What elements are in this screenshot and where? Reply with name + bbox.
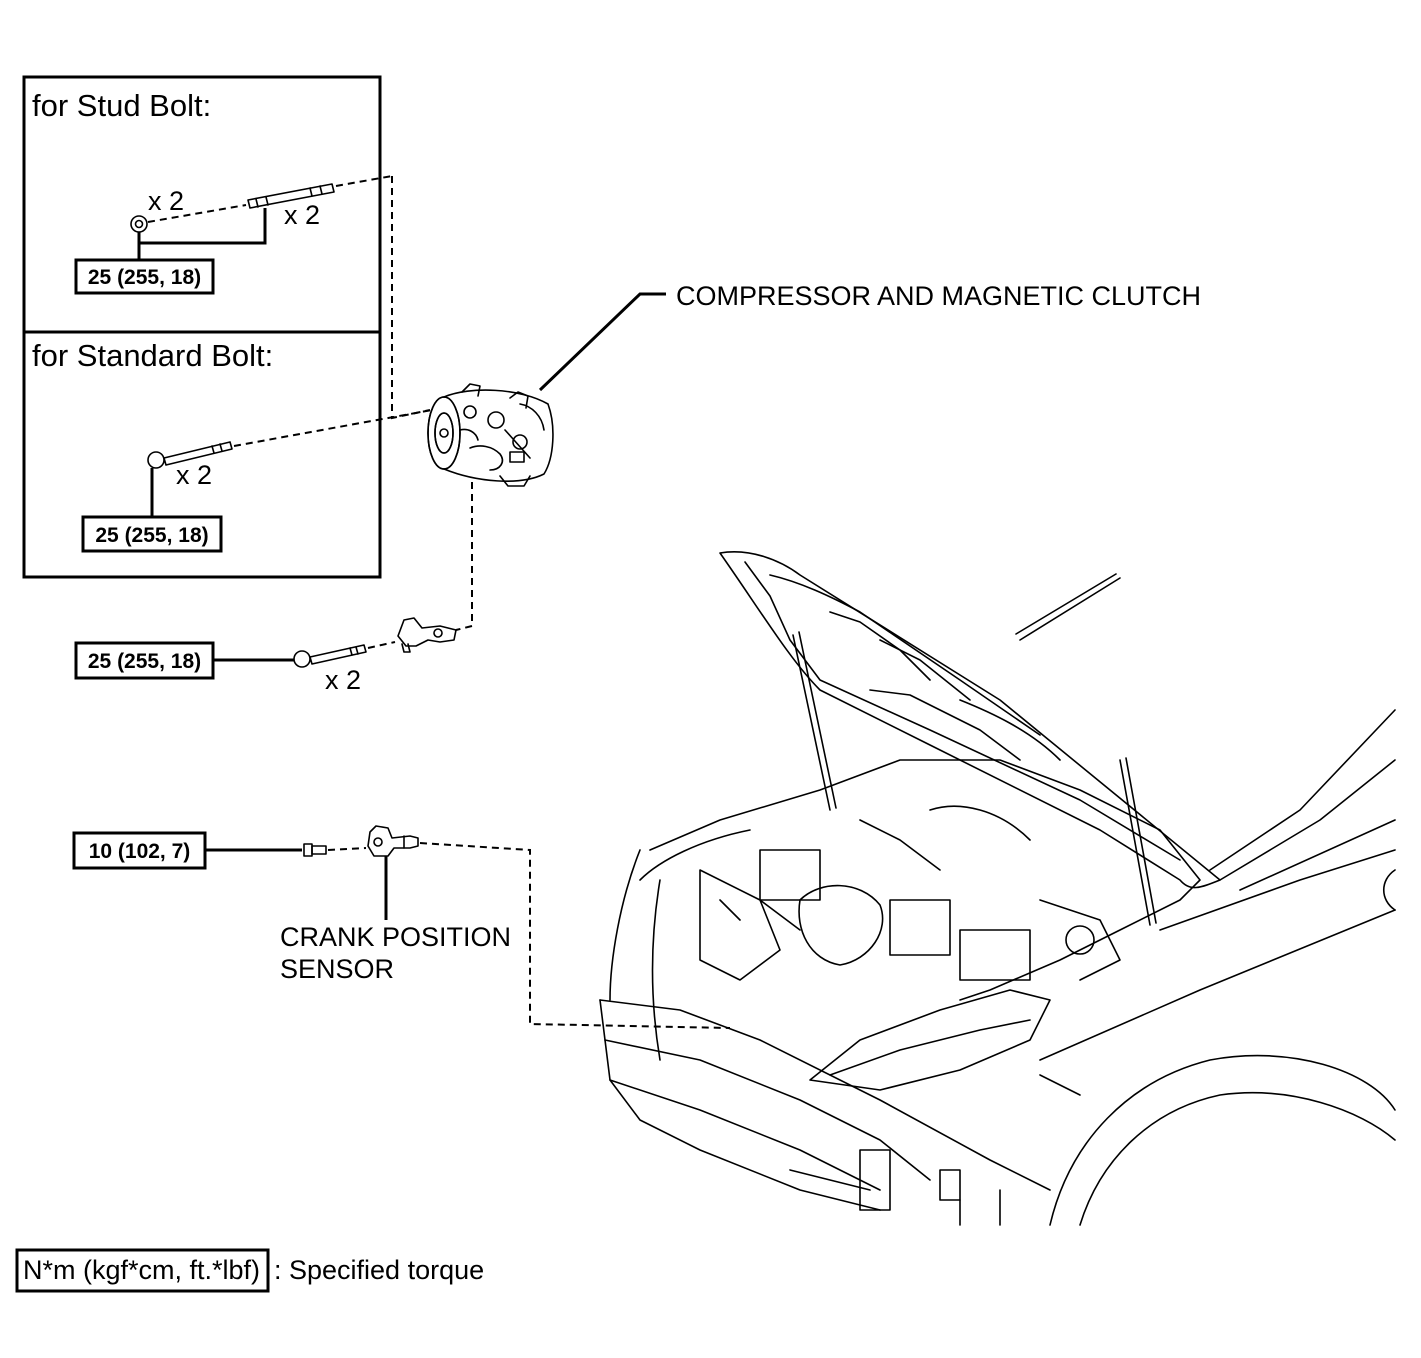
bracket-torque-value: 25 (255, 18) — [88, 650, 201, 673]
bolt-type-inset: for Stud Bolt: for Standard Bolt: x 2 x … — [22, 75, 433, 579]
standard-bolt-qty: x 2 — [176, 460, 212, 490]
sensor-torque-value: 10 (102, 7) — [89, 840, 191, 863]
sensor-bolt-icon — [303, 843, 327, 857]
standard-bolt-header: for Standard Bolt: — [32, 338, 273, 373]
compressor-leader-line — [538, 292, 666, 392]
torque-legend: N*m (kgf*cm, ft.*lbf) : Specified torque — [15, 1248, 484, 1293]
sensor-route-line — [419, 842, 731, 1029]
inset-frame — [22, 75, 382, 579]
sensor-label-line2: SENSOR — [280, 954, 394, 984]
crank-position-sensor-icon — [367, 825, 419, 857]
compressor-bracket-line — [455, 482, 473, 631]
sensor-label-line1: CRANK POSITION — [280, 922, 511, 952]
bracket-bolt-qty: x 2 — [325, 665, 361, 695]
stud-torque-value: 25 (255, 18) — [88, 266, 201, 289]
stud-leader-line — [137, 208, 267, 245]
stud-nut-qty: x 2 — [148, 186, 184, 216]
legend-description: : Specified torque — [274, 1255, 484, 1285]
compressor-icon — [427, 383, 554, 487]
legend-unit-text: N*m (kgf*cm, ft.*lbf) — [23, 1255, 260, 1285]
standard-torque-box — [81, 515, 223, 553]
sensor-bolt-line — [327, 847, 367, 851]
stud-bolt-icon — [247, 183, 335, 209]
standard-bolt-icon — [147, 441, 233, 469]
stud-torque-box — [74, 258, 215, 295]
sensor-torque-box — [72, 831, 207, 870]
bracket-icon — [397, 617, 457, 653]
standard-torque-value: 25 (255, 18) — [95, 524, 208, 547]
stud-bolt-header: for Stud Bolt: — [32, 88, 211, 123]
vehicle-front-illustration — [599, 551, 1396, 1226]
legend-unit-box — [15, 1248, 270, 1293]
standard-bolt-to-compressor-line — [233, 409, 433, 447]
stud-to-compressor-line — [335, 175, 393, 187]
stud-assembly-line — [147, 204, 247, 223]
bracket-torque-box — [74, 641, 215, 680]
stud-route-line — [391, 176, 431, 420]
stud-bolt-qty: x 2 — [284, 200, 320, 230]
compressor-label: COMPRESSOR AND MAGNETIC CLUTCH — [676, 281, 1201, 311]
bracket-bolt-assembly — [293, 617, 457, 668]
